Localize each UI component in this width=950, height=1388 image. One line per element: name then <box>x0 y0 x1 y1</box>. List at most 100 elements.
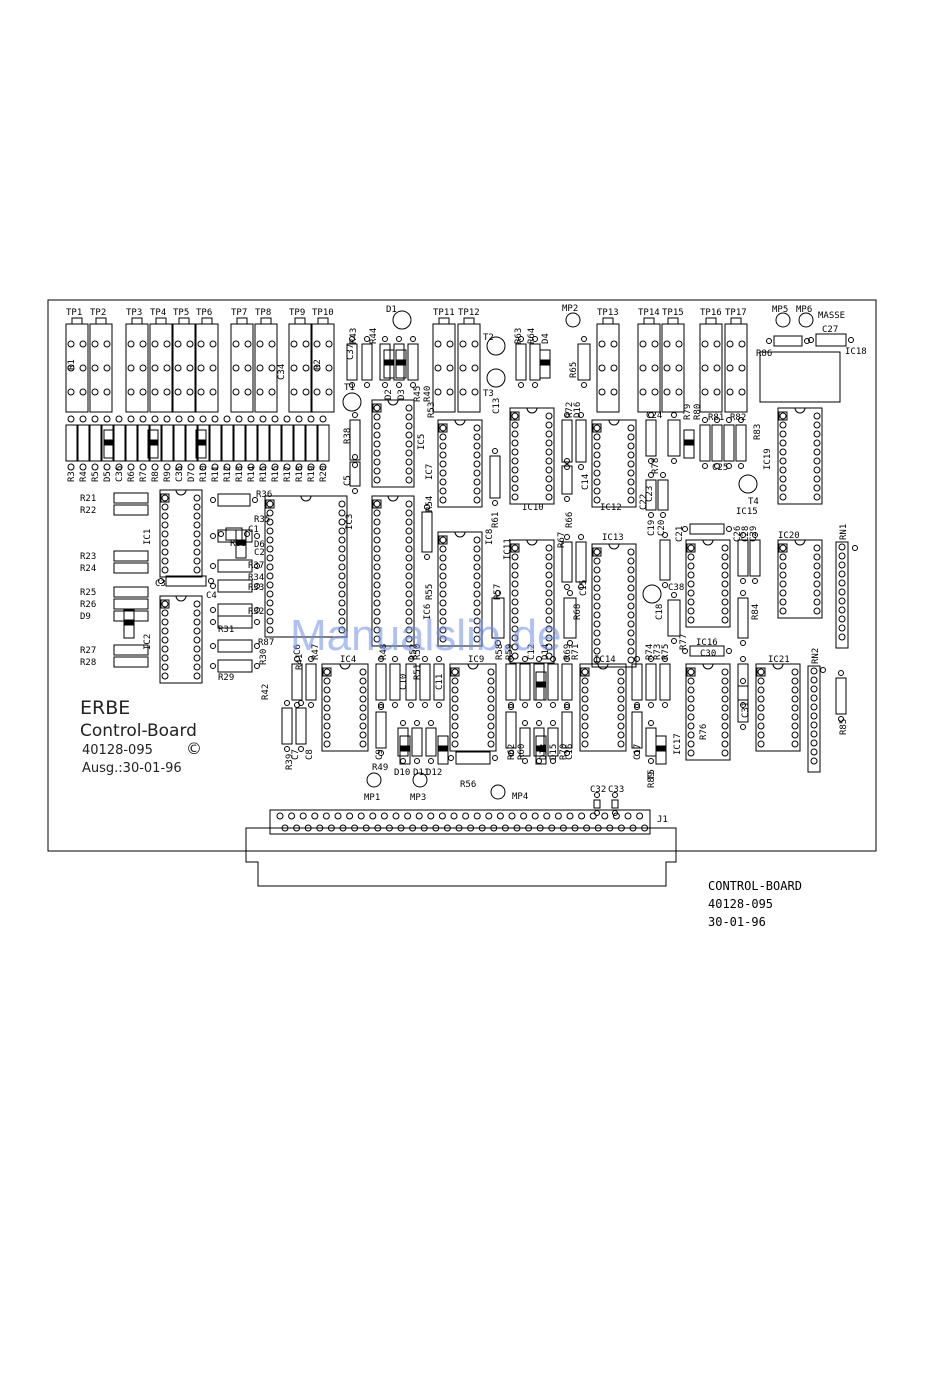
pad <box>564 464 570 470</box>
testpoint-label: TP12 <box>458 308 480 318</box>
ic-pin <box>359 722 367 730</box>
passive-component <box>631 711 643 749</box>
ic-pin <box>405 590 413 598</box>
ic-pin <box>338 536 346 544</box>
ic-pin <box>791 686 799 694</box>
pad <box>127 364 135 372</box>
pad <box>675 364 683 372</box>
pad <box>313 364 321 372</box>
passive-component <box>375 711 387 749</box>
passive-component <box>411 727 423 757</box>
pad <box>103 340 111 348</box>
pad <box>378 704 384 710</box>
component-label: R44 <box>369 328 379 344</box>
pad <box>103 415 111 423</box>
ic-pin <box>511 475 519 483</box>
pad <box>364 382 370 388</box>
pad <box>396 382 402 388</box>
pad <box>738 364 746 372</box>
component-label: D2 <box>384 389 394 400</box>
ic-pin <box>779 430 787 438</box>
pad <box>91 463 99 471</box>
ic-pin <box>545 589 553 597</box>
ic-pin <box>545 430 553 438</box>
round-component <box>412 772 428 788</box>
testpoint-label: TP11 <box>433 308 455 318</box>
pad <box>252 497 258 503</box>
pad <box>671 592 677 598</box>
ic-pin <box>813 553 821 561</box>
testpoint-label: TP6 <box>196 308 212 318</box>
ic-pin <box>721 704 729 712</box>
passive-component <box>515 343 527 381</box>
pad <box>492 500 498 506</box>
pad <box>550 656 556 662</box>
ic-pin <box>373 404 381 412</box>
ic-pin <box>439 442 447 450</box>
pad <box>210 533 216 539</box>
component-label: R77 <box>679 634 689 650</box>
ic-pin <box>593 548 601 556</box>
connector-pin <box>601 812 609 820</box>
diode-band <box>123 619 135 626</box>
pad <box>378 656 384 662</box>
ic-pin <box>487 668 495 676</box>
rn-pin <box>838 552 846 560</box>
pad <box>163 463 171 471</box>
ic-pin <box>511 421 519 429</box>
ic-label: IC12 <box>600 503 622 513</box>
ic-pin <box>757 704 765 712</box>
pad <box>726 417 732 423</box>
pad <box>702 417 708 423</box>
component-label: R80 <box>693 404 703 420</box>
passive-component <box>165 575 207 587</box>
ic-pin <box>451 686 459 694</box>
ic-label: IC11 <box>503 538 513 560</box>
pad <box>256 388 264 396</box>
ic-pin <box>581 668 589 676</box>
resistor-label: R13 <box>235 466 245 482</box>
ic-pin1-marker <box>592 423 602 433</box>
pad <box>701 388 709 396</box>
ic-pin <box>545 439 553 447</box>
pad <box>283 415 291 423</box>
pad <box>163 388 171 396</box>
connector-pin <box>612 812 620 820</box>
component-label: R49 <box>372 763 388 773</box>
ic-pin <box>757 668 765 676</box>
ic-pin <box>593 656 601 664</box>
ic-pin <box>813 598 821 606</box>
pad <box>738 417 744 423</box>
component-label: R35 <box>254 515 270 525</box>
pad <box>660 472 666 478</box>
rn-label: RN1 <box>839 524 849 540</box>
resistor-label: R26 <box>80 600 96 610</box>
passive-component <box>425 727 437 757</box>
testpoint-label: TP2 <box>90 308 106 318</box>
pad <box>208 578 214 584</box>
ic-pin <box>451 713 459 721</box>
pad <box>186 364 194 372</box>
ic-pin <box>338 581 346 589</box>
ic-pin <box>161 548 169 556</box>
pad <box>244 531 250 537</box>
pad <box>578 464 584 470</box>
ic-pin <box>511 562 519 570</box>
component-label: C14 <box>581 474 591 490</box>
pad <box>550 720 556 726</box>
pad <box>648 472 654 478</box>
pad <box>210 619 216 625</box>
connector-pin <box>485 812 493 820</box>
pad <box>738 388 746 396</box>
component-label: T4 <box>748 497 759 507</box>
ic-pin <box>473 451 481 459</box>
ic-pin <box>511 616 519 624</box>
component-label: C34 <box>277 364 287 380</box>
resistor-body <box>113 598 149 610</box>
ic-pin <box>338 527 346 535</box>
ic-pin <box>791 668 799 676</box>
measure-point <box>798 312 814 328</box>
pad <box>752 578 758 584</box>
resistor-body <box>113 550 149 562</box>
pad <box>382 382 388 388</box>
